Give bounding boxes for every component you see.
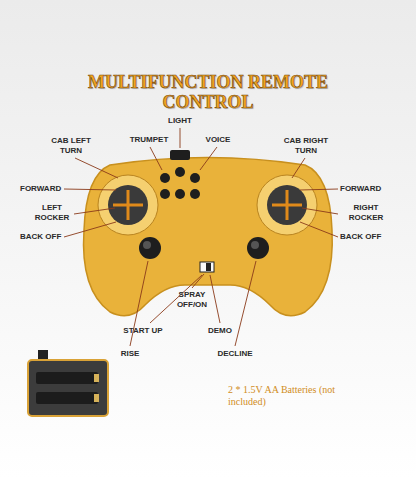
rise-label: RISE (112, 349, 148, 359)
right-rocker-label: RIGHT ROCKER (340, 203, 392, 223)
battery-inset (28, 350, 108, 416)
voice-label: VOICE (200, 135, 236, 145)
demo-label: DEMO (202, 326, 238, 336)
back-off-label: BACK OFF (340, 232, 390, 242)
title: MULTIFUNCTION REMOTE CONTROL (68, 72, 348, 112)
left-rocker-label: LEFT ROCKER (30, 203, 74, 223)
back-off-label: BACK OFF (20, 232, 64, 242)
spray-label: SPRAY OFF/ON (172, 290, 212, 310)
trumpet-label: TRUMPET (126, 135, 172, 145)
left-stick (98, 175, 158, 235)
light-label: LIGHT (160, 116, 200, 126)
right-stick (257, 175, 317, 235)
top-switch (170, 150, 190, 160)
battery-note: 2 * 1.5V AA Batteries (not included) (228, 384, 346, 408)
start-up-label: START UP (118, 326, 168, 336)
decline-label: DECLINE (212, 349, 258, 359)
power-switch (200, 262, 214, 272)
cab-right-label: CAB RIGHT TURN (280, 136, 332, 156)
cab-left-label: CAB LEFT TURN (48, 136, 94, 156)
forward-label: FORWARD (340, 184, 390, 194)
controller-body (84, 158, 333, 316)
function-buttons (160, 167, 200, 199)
forward-label: FORWARD (20, 184, 64, 194)
leader-lines (64, 128, 338, 346)
bottom-buttons (139, 237, 269, 259)
